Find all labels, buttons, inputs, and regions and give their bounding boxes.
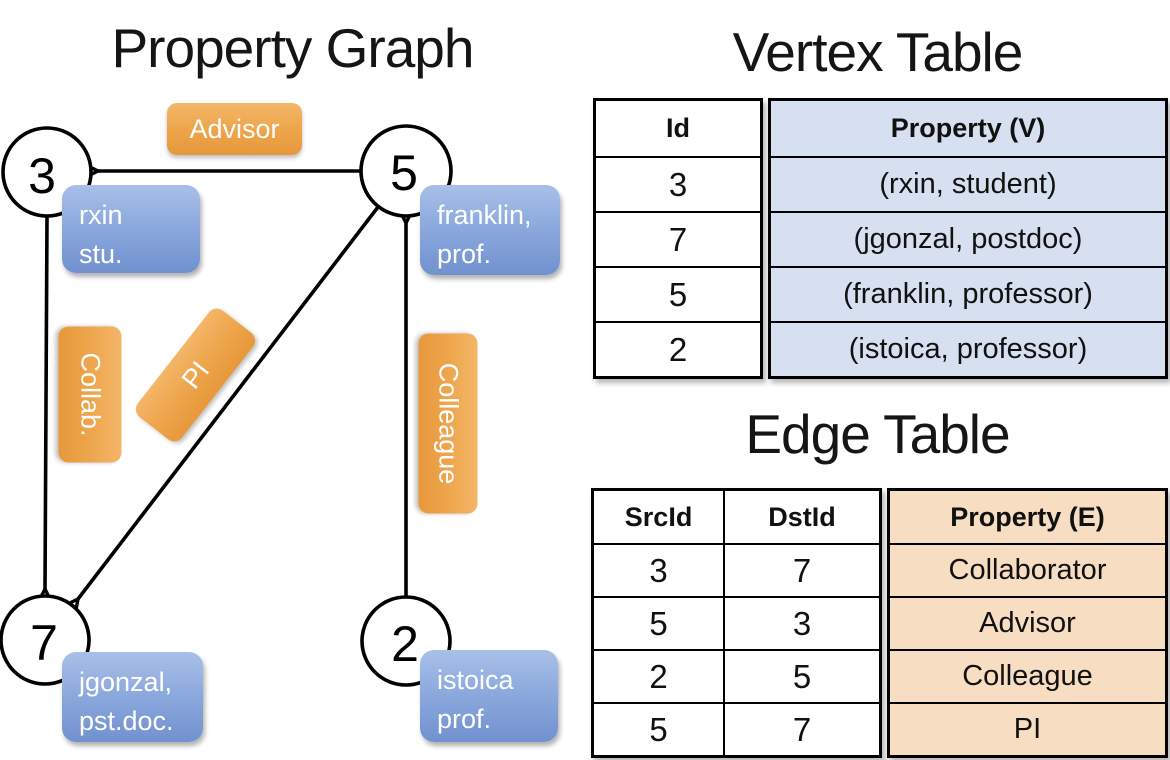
vertex-table-header-property: Property (V) <box>771 101 1165 156</box>
vertex-table-id-column: Id 3 7 5 2 <box>593 98 763 379</box>
vertex-label-2-line2: prof. <box>437 704 492 735</box>
vertex-label-3-line1: rxin <box>79 200 123 230</box>
vertex-table-row-id: 3 <box>596 156 760 211</box>
edge-table-cell-srcid: 5 <box>594 704 726 755</box>
vertex-table-property-column: Property (V) (rxin, student) (jgonzal, p… <box>768 98 1168 379</box>
vertex-label-7-line2: pst.doc. <box>79 706 174 737</box>
edge-label-colleague: Colleague <box>418 333 478 514</box>
vertex-label-3-line2: stu. <box>79 239 123 270</box>
vertex-label-7: jgonzal, pst.doc. <box>62 652 203 742</box>
vertex-label-2: istoica prof. <box>420 650 558 742</box>
edge-label-collab: Collab. <box>58 326 122 463</box>
edge-table-header-row: SrcId DstId <box>594 491 879 543</box>
edge-table-header-dstid: DstId <box>768 501 836 532</box>
vertex-label-5-line1: franklin, <box>437 200 532 230</box>
edge-table-src-dst-columns: SrcId DstId 3 7 5 3 2 5 5 7 <box>591 488 882 758</box>
property-graph-title: Property Graph <box>111 17 474 79</box>
edge-table-header-property: Property (E) <box>890 491 1165 543</box>
vertex-table-row-property: (rxin, student) <box>771 156 1165 211</box>
edge-table-title: Edge Table <box>745 403 1010 465</box>
vertex-table-row-property: (franklin, professor) <box>771 266 1165 321</box>
edge-table-row-property: Collaborator <box>890 543 1165 596</box>
edge-table-row-ids: 5 7 <box>594 702 879 755</box>
vertex-label-5: franklin, prof. <box>420 185 560 275</box>
edge-table-row-ids: 3 7 <box>594 543 879 596</box>
edge-table-cell-dstid: 7 <box>792 551 812 589</box>
vertex-table-row-id: 7 <box>596 211 760 266</box>
node-3-id: 3 <box>28 148 56 204</box>
edge-table-cell-dstid: 5 <box>792 657 812 695</box>
vertex-table-row-id: 2 <box>596 321 760 376</box>
vertex-label-2-line1: istoica <box>437 665 514 695</box>
vertex-label-3: rxin stu. <box>62 185 200 273</box>
node-2-id: 2 <box>391 616 419 672</box>
vertex-table-title: Vertex Table <box>732 21 1024 83</box>
edge-pi-5-to-7 <box>62 205 380 617</box>
edge-table-cell-dstid: 3 <box>792 604 812 642</box>
vertex-label-5-line2: prof. <box>437 239 492 270</box>
vertex-table-row-property: (jgonzal, postdoc) <box>771 211 1165 266</box>
edge-table-row-property: Colleague <box>890 649 1165 702</box>
edge-table-cell-srcid: 3 <box>594 545 726 596</box>
edge-table-row-ids: 5 3 <box>594 596 879 649</box>
vertex-table-row-id: 5 <box>596 266 760 321</box>
edge-table-row-ids: 2 5 <box>594 649 879 702</box>
edge-table-cell-dstid: 7 <box>792 710 812 748</box>
node-5-id: 5 <box>390 145 418 201</box>
vertex-table-row-property: (istoica, professor) <box>771 321 1165 376</box>
vertex-table-header-id: Id <box>666 113 690 143</box>
edge-table-cell-srcid: 5 <box>594 598 726 649</box>
edge-table-header-srcid: SrcId <box>594 491 726 543</box>
vertex-label-7-line1: jgonzal, <box>79 667 173 697</box>
node-7-id: 7 <box>30 615 58 671</box>
edge-table-property-column: Property (E) Collaborator Advisor Collea… <box>887 488 1168 758</box>
edge-table-row-property: Advisor <box>890 596 1165 649</box>
edge-collaborator-3-to-7 <box>36 216 54 605</box>
edge-table-row-property: PI <box>890 702 1165 755</box>
edge-label-advisor: Advisor <box>167 103 302 155</box>
edge-table-cell-srcid: 2 <box>594 651 726 702</box>
